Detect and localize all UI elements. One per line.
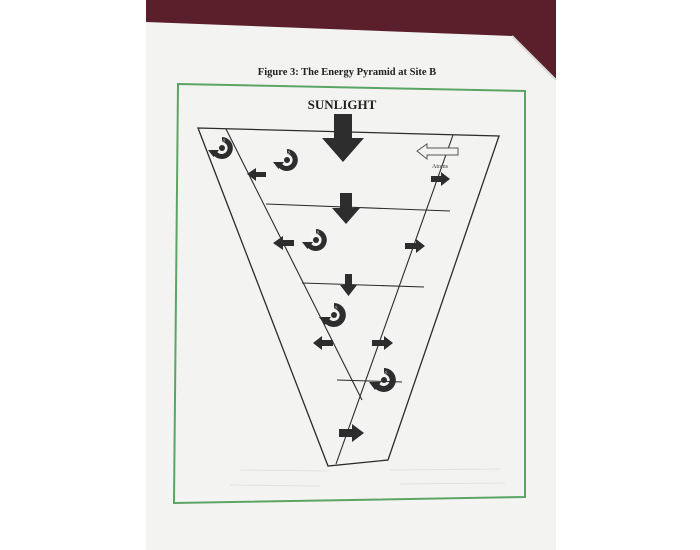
left-arrow-3 (313, 336, 333, 350)
paper-edge (511, 35, 557, 81)
heat-label-4: HEAT (327, 304, 339, 314)
bottom-right-arrow (339, 424, 364, 442)
level-divider-2 (301, 282, 425, 288)
inner-right-boundary (335, 134, 454, 465)
right-arrow-1 (431, 172, 450, 186)
energy-down-arrow-2 (340, 274, 357, 296)
heat-label-5: HEAT (377, 369, 389, 379)
bleed-through-lines (229, 468, 506, 487)
sunlight-label: SUNLIGHT (308, 97, 377, 112)
figure-frame (172, 82, 526, 505)
energy-down-arrow-1 (332, 193, 360, 224)
heat-label-1: HEAT (215, 137, 227, 147)
energy-pyramid-outline (197, 127, 500, 467)
heat-label-3: HEAT (309, 229, 321, 239)
right-arrow-3 (372, 336, 393, 350)
atoms-label: Atoms (432, 164, 449, 170)
sunlight-arrow (322, 114, 364, 162)
heat-label-2: HEAT (280, 149, 292, 159)
level-divider-1 (265, 203, 451, 212)
heat-spiral-icon (273, 149, 298, 171)
left-margin (0, 0, 146, 550)
right-arrow-2 (405, 239, 425, 253)
right-margin (556, 0, 700, 550)
heat-spiral-icon (369, 368, 396, 392)
heat-spiral-icon (208, 137, 233, 159)
left-arrow-1 (247, 168, 266, 181)
heat-spiral-icon (302, 229, 327, 251)
incoming-atoms-arrow (416, 143, 459, 161)
heat-spiral-icon (319, 303, 346, 327)
left-arrow-2 (273, 236, 294, 250)
figure-title: Figure 3: The Energy Pyramid at Site B (258, 67, 436, 78)
